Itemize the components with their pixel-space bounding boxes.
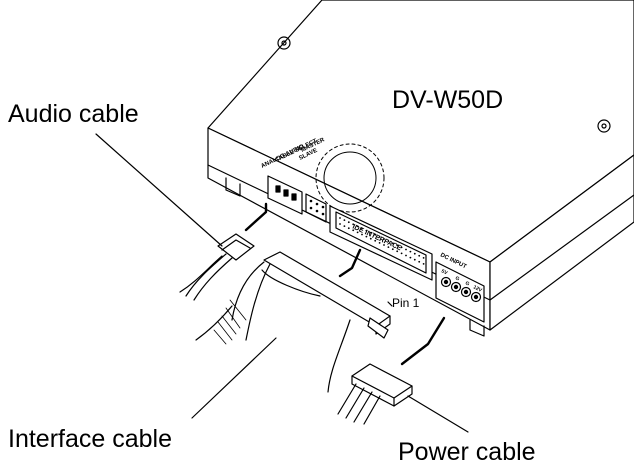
power-pointer (407, 395, 469, 433)
model-label: DV-W50D (392, 86, 504, 114)
ide-pin (369, 237, 372, 240)
ide-pin (361, 227, 363, 230)
ide-pin (418, 260, 421, 263)
ide-pin (339, 217, 341, 219)
jumper-block (305, 193, 327, 223)
audio-insert-arrow (244, 202, 268, 232)
pin1-pointer (387, 301, 393, 307)
ide-pin (400, 252, 403, 255)
ide-pin (347, 227, 350, 230)
ide-pin (378, 236, 381, 238)
ide-pin (339, 223, 341, 225)
dc-input-port (435, 261, 485, 323)
ide-pin (374, 233, 377, 236)
power-cable (337, 316, 469, 433)
ide-pin (391, 242, 394, 245)
interface-cable-label: Interface cable (8, 425, 172, 453)
ide-pin (418, 254, 421, 257)
ide-pin (400, 246, 403, 249)
ide-pin (396, 250, 399, 253)
ide-insert-arrow (338, 248, 362, 278)
ide-pin (422, 263, 425, 265)
ribbon-hatching (213, 299, 247, 345)
ide-pin (383, 238, 385, 240)
ide-pin (352, 229, 355, 232)
ide-pin (387, 240, 390, 243)
analog-audio-port (267, 175, 303, 215)
power-cable-label: Power cable (398, 438, 536, 466)
dc-pin-12v: 12V (472, 284, 483, 294)
ide-pin (369, 231, 372, 234)
ide-pin (413, 252, 416, 255)
ide-pin (405, 248, 407, 251)
dc-pin-g2: G (464, 280, 470, 287)
audio-cable (179, 202, 268, 301)
audio-cable-label: Audio cable (8, 100, 139, 128)
ide-pin (347, 221, 350, 224)
interface-cable (191, 248, 391, 419)
power-insert-arrow (400, 316, 446, 366)
ide-pin (352, 223, 355, 226)
ide-pin (343, 225, 346, 228)
dc-pin-g1: G (454, 275, 460, 282)
ide-pin (391, 248, 394, 251)
ide-pin (405, 254, 407, 257)
pin1-label: Pin 1 (392, 296, 420, 310)
ide-pin (365, 229, 368, 232)
ide-pin (361, 233, 363, 236)
vent-grille (315, 143, 385, 213)
ide-interface-port (329, 205, 433, 281)
ide-pin (413, 258, 416, 261)
ide-pin (409, 256, 412, 259)
ide-pin (378, 242, 381, 244)
interface-pointer (191, 337, 277, 419)
ide-pin (343, 219, 346, 222)
audio-pointer (95, 133, 223, 247)
dvd-drive: ANALOG AUDIO CABLE SELECT SLAVE MASTER I… (207, 0, 634, 337)
ide-pin (409, 250, 412, 253)
ide-pin (365, 235, 368, 238)
ide-pin (422, 257, 425, 259)
ide-pin (356, 225, 359, 228)
dc-pin-5v: 5V (440, 268, 449, 276)
ide-pin (383, 244, 385, 246)
ide-pin (387, 246, 390, 249)
ide-pin (374, 239, 377, 242)
ide-pin (396, 244, 399, 247)
ide-pin (356, 231, 359, 234)
